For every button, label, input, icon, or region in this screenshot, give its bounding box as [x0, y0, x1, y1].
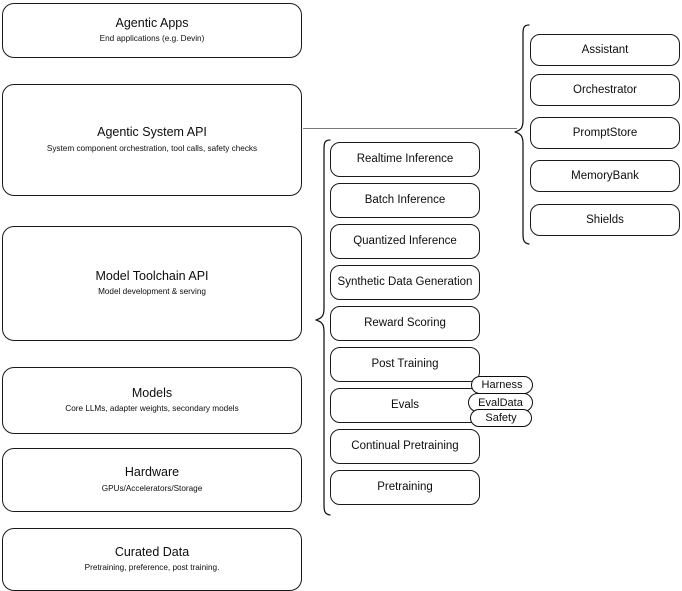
stack-layer-title: Curated Data [114, 544, 190, 559]
system-component-label: Assistant [581, 43, 629, 56]
toolchain-item-label: Realtime Inference [356, 153, 454, 166]
evals-subcomponent-label: Harness [481, 379, 523, 391]
system-component-label: MemoryBank [571, 169, 639, 182]
evals-subcomponent-evaldata[interactable]: EvalData [468, 393, 533, 412]
toolchain-item-batch-inference[interactable]: Batch Inference [330, 183, 480, 218]
stack-layer-subtitle: End applications (e.g. Devin) [99, 34, 205, 44]
stack-layer-agentic-system-api[interactable]: Agentic System API System component orch… [2, 84, 302, 196]
stack-layer-models[interactable]: Models Core LLMs, adapter weights, secon… [2, 367, 302, 434]
toolchain-item-quantized-inference[interactable]: Quantized Inference [330, 224, 480, 259]
system-component-promptstore[interactable]: PromptStore [530, 117, 680, 149]
system-component-shields[interactable]: Shields [530, 204, 680, 236]
stack-layer-curated-data[interactable]: Curated Data Pretraining, preference, po… [2, 528, 302, 591]
system-component-label: PromptStore [572, 126, 638, 139]
toolchain-item-realtime-inference[interactable]: Realtime Inference [330, 142, 480, 177]
toolchain-item-synthetic-data-generation[interactable]: Synthetic Data Generation [330, 265, 480, 300]
system-component-memorybank[interactable]: MemoryBank [530, 160, 680, 192]
evals-subcomponent-harness[interactable]: Harness [471, 376, 533, 394]
toolchain-item-label: Quantized Inference [353, 235, 457, 248]
evals-subcomponent-label: Safety [485, 412, 517, 424]
stack-layer-subtitle: Pretraining, preference, post training. [84, 563, 220, 573]
stack-layer-title: Model Toolchain API [95, 268, 209, 283]
brace-system-components [513, 23, 531, 247]
stack-layer-title: Hardware [124, 465, 180, 480]
stack-layer-subtitle: Core LLMs, adapter weights, secondary mo… [65, 404, 239, 414]
evals-subcomponent-label: EvalData [478, 396, 523, 409]
system-component-orchestrator[interactable]: Orchestrator [530, 74, 680, 106]
stack-layer-hardware[interactable]: Hardware GPUs/Accelerators/Storage [2, 448, 302, 512]
toolchain-item-label: Reward Scoring [364, 317, 446, 330]
toolchain-item-label: Synthetic Data Generation [337, 276, 473, 289]
evals-subcomponent-safety[interactable]: Safety [470, 409, 532, 427]
connector-line-agentic-system-api [303, 128, 517, 130]
stack-layer-model-toolchain-api[interactable]: Model Toolchain API Model development & … [2, 226, 302, 341]
system-component-label: Shields [586, 213, 624, 226]
stack-layer-title: Agentic System API [97, 125, 207, 140]
stack-layer-agentic-apps[interactable]: Agentic Apps End applications (e.g. Devi… [2, 3, 302, 58]
toolchain-item-evals[interactable]: Evals [330, 388, 480, 423]
toolchain-item-label: Post Training [371, 358, 439, 371]
stack-layer-title: Agentic Apps [115, 15, 189, 30]
toolchain-item-label: Pretraining [377, 481, 433, 494]
stack-layer-title: Models [131, 385, 173, 400]
toolchain-item-post-training[interactable]: Post Training [330, 347, 480, 382]
stack-layer-subtitle: System component orchestration, tool cal… [46, 143, 258, 153]
stack-layer-subtitle: Model development & serving [98, 287, 206, 297]
stack-layer-subtitle: GPUs/Accelerators/Storage [101, 483, 203, 493]
toolchain-item-pretraining[interactable]: Pretraining [330, 470, 480, 505]
toolchain-item-continual-pretraining[interactable]: Continual Pretraining [330, 429, 480, 464]
system-component-assistant[interactable]: Assistant [530, 34, 680, 66]
system-component-label: Orchestrator [573, 83, 637, 96]
toolchain-item-reward-scoring[interactable]: Reward Scoring [330, 306, 480, 341]
toolchain-item-label: Continual Pretraining [351, 440, 459, 453]
toolchain-item-label: Evals [390, 399, 420, 412]
toolchain-item-label: Batch Inference [364, 194, 446, 207]
